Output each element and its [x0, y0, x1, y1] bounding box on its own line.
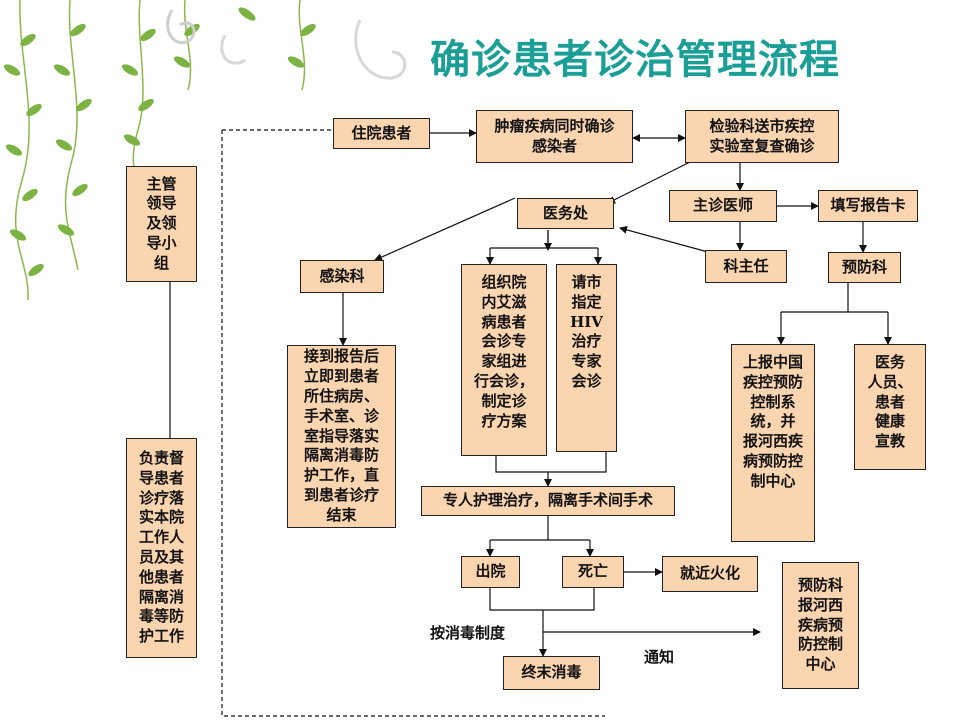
- prevention-report-box: 预防科 报河西 疾病预 防控制 中心: [782, 562, 859, 689]
- medical-office-box: 医务处: [517, 198, 614, 229]
- notify-label: 通知: [644, 648, 675, 666]
- by-disinfection-label: 按消毒制度: [430, 624, 506, 642]
- merge-to-disinfection: [489, 588, 595, 611]
- supervise-box: 负责督 导患者 诊疗落 实本院 工作人 员及其 他患者 隔离消 毒等防 护工作: [126, 438, 197, 658]
- report-up-box: 上报中国 疾控预防 控制系 统，并 报河西疾 病预防控 制中心: [731, 344, 815, 542]
- branch-medical: [490, 230, 598, 249]
- prevention-dept-box: 预防科: [828, 252, 901, 283]
- health-education-box: 医务 人员、 患者 健康 宣教: [854, 344, 926, 470]
- receive-report-box: 接到报告后 立即到患者 所住病房、 手术室、诊 室指导落实 隔离消毒防 护工作，…: [287, 345, 396, 528]
- dept-head-box: 科主任: [705, 250, 787, 283]
- swirl-decoration: [220, 7, 407, 80]
- page-title: 确诊患者诊治管理流程: [430, 37, 840, 83]
- invite-hiv-expert-box: 请市 指定 HIV 治疗 专家 会诊: [556, 264, 617, 452]
- branch-care: [490, 516, 590, 541]
- lab-confirm-box: 检验科送市疾控 实验室复查确诊: [685, 110, 839, 163]
- discharge-box: 出院: [461, 556, 520, 588]
- infection-dept-box: 感染科: [300, 260, 384, 293]
- inpatient-box: 住院患者: [333, 118, 430, 149]
- arrow-lab-medical: [607, 161, 691, 204]
- report-card-box: 填写报告卡: [818, 190, 918, 222]
- arrow-medical-infection: [374, 197, 516, 261]
- attending-doctor-box: 主诊医师: [669, 190, 777, 222]
- branch-prevention: [781, 283, 888, 313]
- leadership-box: 主管 领导 及领 导小 组: [126, 166, 197, 282]
- arrow-depthead-medical: [619, 225, 709, 253]
- death-box: 死亡: [562, 556, 624, 588]
- special-care-box: 专人护理治疗，隔离手术间手术: [421, 486, 675, 516]
- dashed-frame-line: [221, 130, 605, 717]
- final-disinfection-box: 终末消毒: [503, 656, 600, 690]
- cremation-box: 就近火化: [662, 556, 758, 592]
- merge-to-care: [495, 452, 607, 473]
- tumor-infection-box: 肿瘤疾病同时确诊 感染者: [476, 110, 633, 163]
- organize-consult-box: 组织院 内艾滋 病患者 会诊专 家组进 行会诊， 制定诊 疗方案: [461, 264, 547, 456]
